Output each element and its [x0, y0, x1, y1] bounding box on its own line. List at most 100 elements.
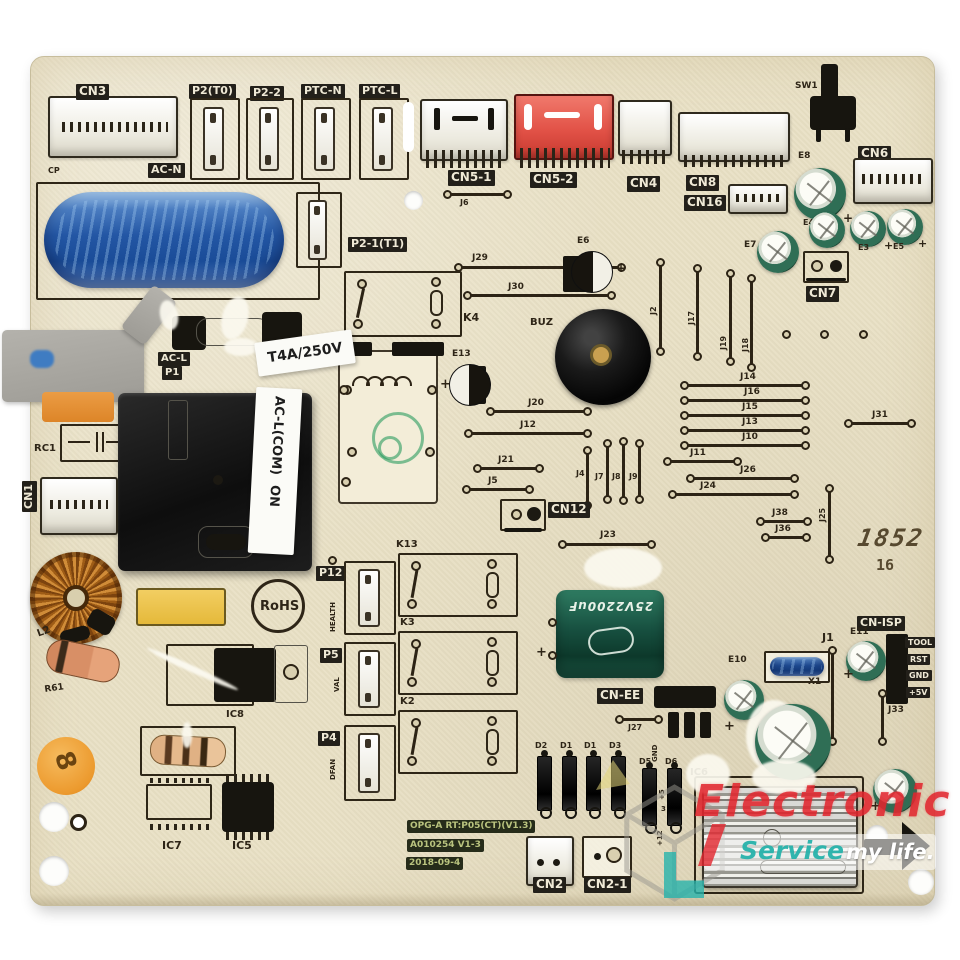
jumper-j6: [443, 189, 512, 199]
txt: D6: [665, 757, 678, 766]
box: [488, 108, 494, 130]
cn4-pins: [622, 150, 668, 164]
comb: [150, 824, 210, 830]
cir: [487, 637, 497, 647]
to220-ic8-body: [214, 648, 276, 702]
cn5-2-pins: [520, 148, 610, 168]
label-ac-l: AC-L: [158, 352, 190, 366]
ob: [486, 572, 499, 598]
txt: +: [440, 377, 451, 392]
box: [524, 104, 532, 130]
jumper-j24: [668, 489, 799, 499]
box: [168, 400, 188, 460]
pin-label-rst: RST: [907, 654, 931, 666]
via-ring: [69, 813, 87, 831]
mount-hole-br2: [908, 869, 934, 895]
box: [544, 112, 580, 118]
label-p4: P4: [318, 731, 340, 746]
label-k3: K3: [400, 617, 415, 628]
txt: J27: [628, 723, 643, 732]
ic5-chip: [222, 782, 274, 832]
txt: +: [884, 239, 894, 252]
pcb-arrow-shaft: [864, 839, 906, 855]
label-cn5-1: CN5-1: [448, 170, 495, 186]
header-p4: [344, 725, 396, 801]
jumper-j18: [746, 274, 756, 372]
txt: D3: [609, 741, 622, 750]
pin-label-tool: TOOL: [905, 637, 936, 649]
jumper-j38: [756, 516, 812, 526]
pcb-arrow-head: [902, 822, 930, 870]
txt: J15: [742, 402, 758, 412]
txt: J2: [649, 306, 658, 315]
txt: J9: [629, 472, 638, 481]
cir: [593, 852, 601, 860]
ob: [486, 729, 499, 755]
box: [30, 350, 54, 368]
diode-d2: [537, 750, 552, 819]
cir: [819, 329, 829, 339]
mount-hole: [403, 190, 423, 210]
label-ic7: IC7: [162, 839, 182, 852]
jumper-j14: [680, 380, 810, 390]
cir: [347, 447, 357, 457]
label-cn12: CN12: [548, 502, 590, 518]
label-val: VAL: [333, 677, 341, 692]
txt: J29: [472, 253, 488, 263]
label-k2: K2: [400, 696, 415, 707]
cir: [487, 599, 497, 609]
label-ic8: IC8: [226, 709, 245, 720]
transformer-module: [2, 330, 144, 402]
txt: J7: [595, 472, 604, 481]
txt: J25: [818, 507, 827, 522]
header-cn-isp: [886, 634, 908, 704]
box: [700, 712, 711, 738]
label-p12: P12: [316, 566, 346, 581]
switch-sw1-body: [810, 96, 856, 130]
cir: [63, 585, 89, 611]
comb: [226, 832, 270, 840]
box: [206, 534, 246, 550]
resistor-r61: [43, 636, 123, 686]
cir: [327, 555, 337, 565]
comb: [50, 500, 108, 509]
label-cn1: CN1: [22, 481, 37, 512]
txt: +: [616, 261, 627, 275]
txt: J21: [498, 455, 514, 465]
jumper-j21: [473, 463, 544, 473]
cn5-1-pins: [426, 150, 504, 168]
box: [584, 548, 662, 588]
cir: [547, 617, 557, 627]
label-e13: E13: [452, 349, 471, 359]
cir: [427, 385, 437, 395]
qc-dot-orange: [37, 737, 95, 795]
label-e3: E3: [858, 243, 870, 252]
cir: [407, 599, 417, 609]
box: [504, 528, 542, 532]
relay-footprint-k13: [398, 553, 518, 617]
label-e5: E5: [893, 242, 905, 251]
box: [224, 338, 258, 356]
diode-d1b: [586, 750, 601, 819]
header-p5: [344, 642, 396, 716]
box: [668, 712, 679, 738]
label-cn5-2: CN5-2: [530, 172, 577, 188]
header-p2t0: [190, 98, 240, 180]
label-p5: P5: [320, 648, 342, 663]
box: [452, 116, 478, 121]
txt: +: [918, 237, 928, 250]
jumper-j12: [464, 428, 592, 438]
cir: [407, 756, 417, 766]
txt: J31: [872, 410, 888, 420]
cir: [431, 277, 441, 287]
label-ic5: IC5: [232, 839, 252, 852]
jumper-j31: [844, 418, 916, 428]
capacitor-e6: [571, 251, 613, 293]
cir: [213, 475, 223, 485]
cir: [830, 260, 842, 272]
txt: J11: [690, 448, 706, 458]
capacitor-e7: [757, 231, 799, 273]
cir: [357, 279, 367, 289]
